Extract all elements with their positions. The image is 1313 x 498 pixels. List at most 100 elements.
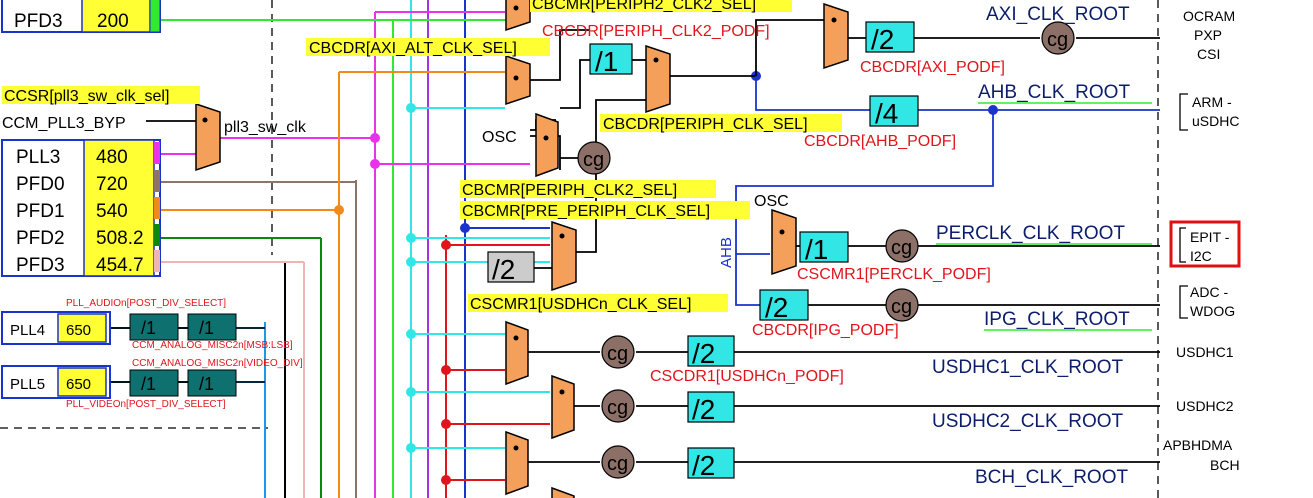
label-cbcdr-periph-clk2-podf: CBCDR[PERIPH_CLK2_PODF] xyxy=(542,23,770,40)
pll5-block: PLL5 650 xyxy=(1,365,111,399)
svg-text:cg: cg xyxy=(891,237,912,259)
div-bch: /2 xyxy=(692,450,715,481)
root-perclk: PERCLK_CLK_ROOT xyxy=(936,223,1125,244)
dividers: /1 /2 /4 /1 /2 /2 /2 /2 /2 xyxy=(487,21,919,481)
svg-text:cg: cg xyxy=(891,296,912,318)
mux-periph xyxy=(645,44,671,114)
root-usdhc2: USDHC2_CLK_ROOT xyxy=(932,411,1123,432)
div-ahb: /4 xyxy=(875,98,898,129)
label-cbcmr-periph-clk2-sel: CBCMR[PERIPH_CLK2_SEL] xyxy=(462,182,677,199)
label-cbcmr-pre-periph-clk-sel: CBCMR[PRE_PERIPH_CLK_SEL] xyxy=(462,203,710,220)
highlight-box-perclk xyxy=(1169,220,1241,268)
pll3-row-label: PFD1 xyxy=(16,201,65,222)
pll4-block: PLL4 650 xyxy=(1,311,111,345)
junction-dots xyxy=(334,71,998,485)
root-axi: AXI_CLK_ROOT xyxy=(986,4,1130,25)
label-misc2-msb-lsb: CCM_ANALOG_MISC2n[MSB:LSB] xyxy=(132,340,293,351)
svg-text:cg: cg xyxy=(1047,29,1068,51)
pll3-row-label: PLL3 xyxy=(16,147,60,168)
dashed-boundaries xyxy=(0,0,1159,498)
mux-perclk xyxy=(771,208,797,276)
pll3-row-label: PFD2 xyxy=(16,228,65,249)
consumer-ahb-0: ARM - xyxy=(1192,94,1232,110)
pfd3-top-value: 200 xyxy=(97,11,129,32)
label-ccm-pll3-byp: CCM_PLL3_BYP xyxy=(2,115,126,132)
div-perclk: /1 xyxy=(805,234,828,265)
label-cbcdr-axi-podf: CBCDR[AXI_PODF] xyxy=(860,59,1005,76)
mux-pll3-sw xyxy=(195,102,221,172)
mux-periph-clk2 xyxy=(535,112,559,178)
svg-text:cg: cg xyxy=(607,343,628,365)
root-usdhc1: USDHC1_CLK_ROOT xyxy=(932,357,1123,378)
gate-ipg: cg xyxy=(885,288,919,322)
mux-usdhc2 xyxy=(551,374,575,440)
feeder-wires xyxy=(110,11,550,498)
mux-usdhc1 xyxy=(505,320,529,386)
svg-text:cg: cg xyxy=(583,149,604,171)
consumer-usdhc2-0: USDHC2 xyxy=(1176,398,1234,414)
pll5-div-b: /1 xyxy=(199,374,214,394)
mux-axi-out xyxy=(823,2,849,70)
clock-gates: cg cg cg cg cg cg cg xyxy=(577,21,1075,479)
pll3-row-value: 508.2 xyxy=(96,228,144,249)
black-wires xyxy=(110,7,1160,463)
vertical-buses xyxy=(264,0,466,498)
label-ahb-vertical: AHB xyxy=(718,237,735,268)
pll3-row-value: 454.7 xyxy=(96,255,144,276)
mux-periph2-clk2 xyxy=(505,0,531,32)
gate-bch: cg xyxy=(601,445,635,479)
consumer-ipg-1: WDOG xyxy=(1190,303,1235,319)
label-misc2-video-div: CCM_ANALOG_MISC2n[VIDEO_DIV] xyxy=(132,358,303,369)
gate-perclk: cg xyxy=(885,229,919,263)
signal-labels: CCM_PLL3_BYP pll3_sw_clk OSC OSC AHB xyxy=(2,115,789,268)
pll5-value: 650 xyxy=(66,376,91,393)
consumer-usdhc1-0: USDHC1 xyxy=(1176,344,1234,360)
div-pre-periph: /2 xyxy=(492,254,515,285)
pfd3-top-label: PFD3 xyxy=(14,11,63,32)
root-bch: BCH_CLK_ROOT xyxy=(975,467,1128,488)
pll3-row-value: 720 xyxy=(96,174,128,195)
pll4-div-a: /1 xyxy=(141,318,156,338)
label-cscmr1-usdhcn-clk-sel: CSCMR1[USDHCn_CLK_SEL] xyxy=(470,296,691,313)
consumer-ipg-0: ADC - xyxy=(1190,284,1228,300)
consumer-bch-0: APBHDMA xyxy=(1163,437,1233,453)
svg-text:cg: cg xyxy=(607,397,628,419)
gate-axi: cg xyxy=(1041,21,1075,55)
root-ipg: IPG_CLK_ROOT xyxy=(984,309,1130,330)
div-usdhc2: /2 xyxy=(692,394,715,425)
label-cscdr1-usdhcn-podf: CSCDR1[USDHCn_PODF] xyxy=(650,368,844,385)
svg-text:cg: cg xyxy=(607,453,628,475)
mux-pre-periph xyxy=(551,220,577,292)
label-cbcmr-periph2-clk2-sel: CBCMR[PERIPH2_CLK2_SEL] xyxy=(532,0,756,13)
label-osc-2: OSC xyxy=(754,193,789,210)
mux-select-pins xyxy=(202,5,837,451)
muxes xyxy=(195,0,849,498)
clock-root-labels: AXI_CLK_ROOT AHB_CLK_ROOT PERCLK_CLK_ROO… xyxy=(932,4,1152,488)
mux-bch xyxy=(505,430,529,496)
gate-usdhc2: cg xyxy=(601,389,635,423)
consumer-ahb-1: uSDHC xyxy=(1192,113,1239,129)
pfd3-top-block: PFD3 200 xyxy=(1,0,161,33)
consumer-perclk-1: I2C xyxy=(1190,248,1212,264)
label-pll-video-post-div: PLL_VIDEOn[POST_DIV_SELECT] xyxy=(66,399,226,410)
consumer-labels: OCRAM PXP CSI ARM - uSDHC EPIT - I2C ADC… xyxy=(1163,8,1241,473)
blue-wires xyxy=(735,76,1160,306)
label-pll-audio-post-div: PLL_AUDIOn[POST_DIV_SELECT] xyxy=(66,298,226,309)
label-cbcdr-ipg-podf: CBCDR[IPG_PODF] xyxy=(752,322,899,339)
pll3-row-value: 540 xyxy=(96,201,128,222)
pll5-label: PLL5 xyxy=(10,376,45,393)
consumer-bch-1: BCH xyxy=(1210,457,1240,473)
pll-post-dividers: /1 /1 /1 /1 xyxy=(129,313,265,397)
pll5-div-a: /1 xyxy=(141,374,156,394)
pll3-row-label: PFD3 xyxy=(16,255,65,276)
gate-usdhc1: cg xyxy=(601,335,635,369)
div-usdhc1: /2 xyxy=(692,338,715,369)
label-cscmr1-perclk-podf: CSCMR1[PERCLK_PODF] xyxy=(797,266,991,283)
label-cbcdr-axi-alt-clk-sel: CBCDR[AXI_ALT_CLK_SEL] xyxy=(309,40,517,57)
consumer-axi-2: CSI xyxy=(1197,46,1220,62)
pll4-div-b: /1 xyxy=(199,318,214,338)
pll3-row-value: 480 xyxy=(96,147,128,168)
